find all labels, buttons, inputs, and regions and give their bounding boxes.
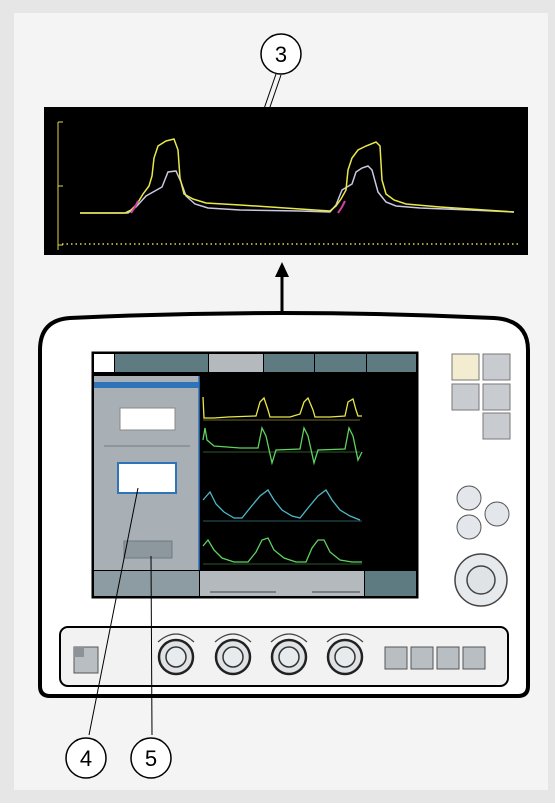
knob-1-arc xyxy=(157,633,195,643)
callout-4-label: 4 xyxy=(80,746,92,771)
panel-button xyxy=(123,540,173,559)
callout-3-leader-a xyxy=(233,73,277,197)
panel-field-1 xyxy=(119,407,176,431)
fixed-key-3[interactable] xyxy=(451,383,480,411)
callout-3-label: 3 xyxy=(275,42,287,67)
right-keypad xyxy=(451,353,511,440)
top-tab-1 xyxy=(115,354,208,372)
knob-3[interactable] xyxy=(270,633,308,676)
strip-key-left-mark xyxy=(74,647,84,657)
round-button-3[interactable] xyxy=(484,501,510,527)
strip-key-3[interactable] xyxy=(436,646,460,670)
fixed-key-2[interactable] xyxy=(482,353,511,381)
control-strip xyxy=(59,626,509,687)
main-rotary-dial-center xyxy=(466,565,496,595)
fixed-key-4[interactable] xyxy=(482,383,511,411)
knob-3-inner xyxy=(278,646,300,668)
strip-key-2[interactable] xyxy=(410,646,434,670)
zoom-arrow-head xyxy=(275,262,289,277)
fixed-key-1[interactable] xyxy=(451,353,480,381)
knob-4-arc xyxy=(326,633,364,643)
wave-3-volume xyxy=(202,489,361,521)
knob-2[interactable] xyxy=(214,633,252,676)
knob-1[interactable] xyxy=(157,633,195,676)
round-button-2[interactable] xyxy=(456,514,482,540)
callout-5: 5 xyxy=(130,555,172,779)
top-tab-5 xyxy=(367,354,416,372)
wave-1-pressure xyxy=(202,396,362,419)
fixed-key-5[interactable] xyxy=(482,412,511,440)
waveform-area xyxy=(200,376,416,570)
callout-3-leader-b xyxy=(238,74,282,198)
top-tab-2 xyxy=(209,354,263,372)
callout-4: 4 xyxy=(65,487,139,779)
trigger-marker-1 xyxy=(130,200,139,214)
knob-2-arc xyxy=(214,633,252,643)
right-controls xyxy=(454,485,510,607)
knob-1-inner xyxy=(165,646,187,668)
enlarged-screen xyxy=(44,107,528,255)
bottom-bar-right xyxy=(365,571,416,596)
enlarged-waveform-view xyxy=(44,107,528,255)
callout-3-circle xyxy=(260,33,302,75)
knob-3-arc xyxy=(270,633,308,643)
knob-4[interactable] xyxy=(326,633,364,676)
strip-key-4[interactable] xyxy=(462,646,486,670)
round-button-1[interactable] xyxy=(456,485,482,511)
trace-secondary xyxy=(80,165,515,214)
callout-4-circle xyxy=(65,737,107,779)
callout-4-leader xyxy=(88,487,139,736)
device-display xyxy=(91,351,419,599)
trigger-marker-2 xyxy=(337,200,346,214)
knob-2-inner xyxy=(222,646,244,668)
callout-5-label: 5 xyxy=(145,746,157,771)
wave-4-co2 xyxy=(202,537,362,563)
top-tab-4 xyxy=(315,354,366,372)
settings-panel-header xyxy=(94,382,199,388)
strip-key-1[interactable] xyxy=(384,646,408,670)
strip-key-left[interactable] xyxy=(73,646,99,674)
callout-3-leader-tip xyxy=(233,195,240,198)
wave-2-flow xyxy=(202,425,363,466)
top-left-indicator xyxy=(94,354,114,372)
bottom-bar-left xyxy=(94,571,199,596)
callout-5-circle xyxy=(130,737,172,779)
callout-3: 3 xyxy=(233,33,302,198)
ventilator-unit xyxy=(38,311,530,698)
callout-5-leader xyxy=(150,555,153,736)
panel-field-2-selected xyxy=(117,462,177,494)
knob-4-inner xyxy=(334,646,356,668)
trace-primary xyxy=(80,138,515,214)
top-tab-3 xyxy=(264,354,314,372)
